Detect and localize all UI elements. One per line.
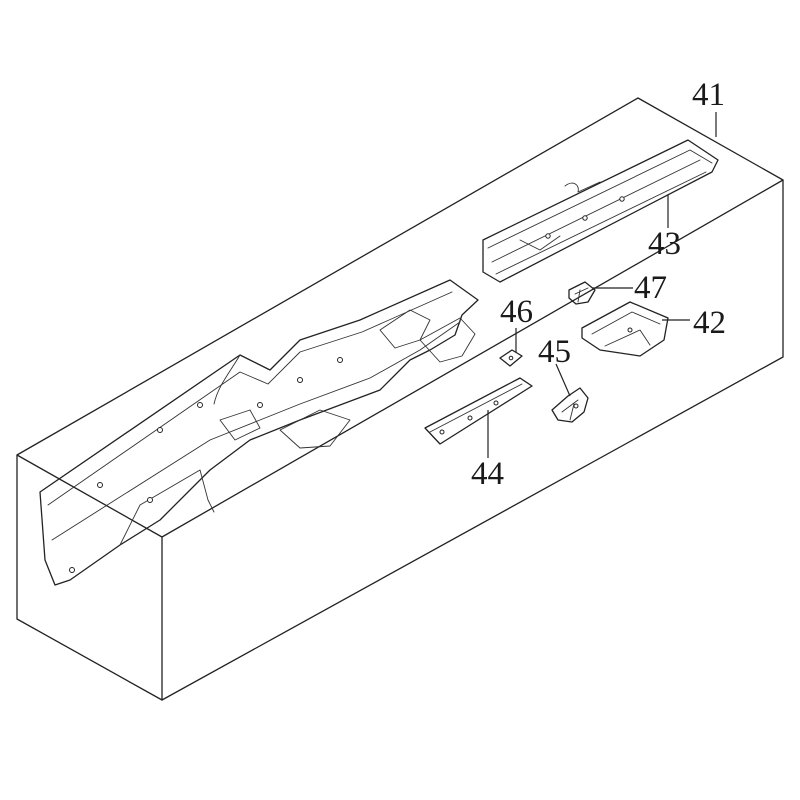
callout-44: 44: [471, 456, 504, 492]
assembly-box-outline: [16, 97, 784, 701]
part-45-bracket: [551, 387, 589, 423]
callout-46: 46: [500, 294, 533, 330]
main-frame-rail: [39, 279, 479, 586]
callout-45: 45: [538, 334, 571, 370]
part-44-reinforcement: [424, 377, 533, 445]
leader-45: [555, 363, 571, 397]
part-43-rear-rail: [482, 139, 719, 283]
callout-labels: 41 43 47 42 46 45 44: [471, 77, 726, 492]
callout-47: 47: [634, 270, 667, 306]
callout-42: 42: [693, 305, 726, 341]
part-42-bracket: [581, 301, 669, 357]
part-46-plate: [499, 349, 523, 367]
part-47-clip: [568, 281, 596, 305]
callout-41: 41: [692, 77, 725, 113]
leader-lines: [487, 112, 717, 458]
callout-43: 43: [648, 226, 681, 262]
